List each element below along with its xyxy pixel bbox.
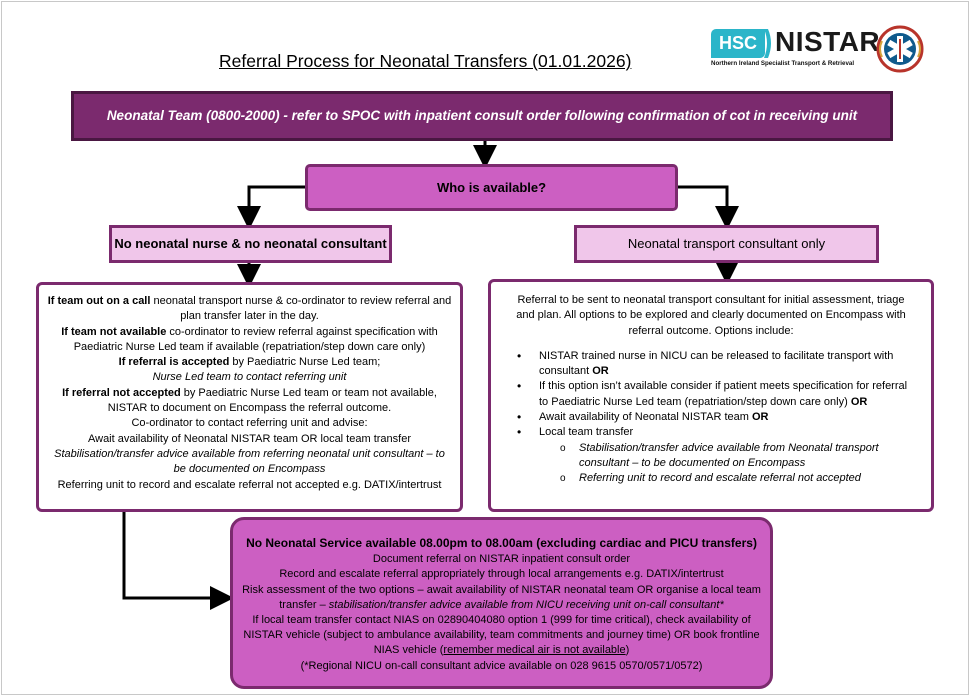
transport-consultant-only-header: Neonatal transport consultant only: [574, 225, 879, 263]
page-title: Referral Process for Neonatal Transfers …: [219, 51, 632, 71]
left-para-7: Await availability of Neonatal NISTAR te…: [87, 432, 411, 445]
options-list: NISTAR trained nurse in NICU can be rele…: [507, 349, 915, 487]
bottom-line-4: If local team transfer contact NIAS on 0…: [243, 614, 760, 657]
option-item: NISTAR trained nurse in NICU can be rele…: [517, 349, 915, 380]
hsc-logo: HSC: [711, 29, 765, 58]
arrow-left-body-to-bottom: [122, 512, 234, 610]
left-para-1: If team out on a call neonatal transport…: [47, 295, 452, 323]
left-para-6: Co-ordinator to contact referring unit a…: [131, 417, 368, 430]
bottom-line-5: (*Regional NICU on-call consultant advic…: [300, 659, 703, 672]
who-is-available-box: Who is available?: [305, 164, 678, 211]
option-item: Await availability of Neonatal NISTAR te…: [517, 410, 915, 426]
sub-options-list: Stabilisation/transfer advice available …: [539, 441, 915, 487]
left-para-4: Nurse Led team to contact referring unit: [152, 371, 347, 384]
sub-option-item: Stabilisation/transfer advice available …: [560, 441, 915, 472]
left-para-8: Stabilisation/transfer advice available …: [54, 447, 445, 476]
bottom-line-3: Risk assessment of the two options – awa…: [242, 583, 761, 611]
left-para-3: If referral is accepted by Paediatric Nu…: [118, 356, 381, 369]
right-intro: Referral to be sent to neonatal transpor…: [516, 294, 906, 337]
bottom-line-1: Document referral on NISTAR inpatient co…: [372, 553, 631, 566]
nistar-logo-text: NISTAR: [775, 26, 881, 57]
left-para-9: Referring unit to record and escalate re…: [57, 478, 442, 491]
option-item: If this option isn’t available consider …: [517, 379, 915, 410]
nistar-emblem-icon: [876, 25, 924, 73]
no-neonatal-service-box: No Neonatal Service available 08.00pm to…: [230, 517, 773, 689]
logo-subtitle: Northern Ireland Specialist Transport & …: [711, 60, 855, 67]
hsc-swoosh-icon: [764, 29, 771, 58]
left-para-5: If referral not accepted by Paediatric N…: [62, 386, 437, 415]
sub-option-item: Referring unit to record and escalate re…: [560, 471, 915, 487]
arrow-who-to-left: [237, 185, 305, 230]
left-pathway-box: If team out on a call neonatal transport…: [36, 282, 463, 512]
no-nurse-no-consultant-header: No neonatal nurse & no neonatal consulta…: [109, 225, 392, 263]
neonatal-team-box: Neonatal Team (0800-2000) - refer to SPO…: [71, 91, 893, 141]
left-para-2: If team not available co-ordinator to re…: [61, 325, 438, 353]
arrow-who-to-right: [678, 185, 739, 230]
option-item: Local team transfer Stabilisation/transf…: [517, 425, 915, 487]
bottom-heading: No Neonatal Service available 08.00pm to…: [246, 536, 757, 550]
right-pathway-box: Referral to be sent to neonatal transpor…: [488, 279, 934, 512]
bottom-line-2: Record and escalate referral appropriate…: [279, 568, 724, 581]
